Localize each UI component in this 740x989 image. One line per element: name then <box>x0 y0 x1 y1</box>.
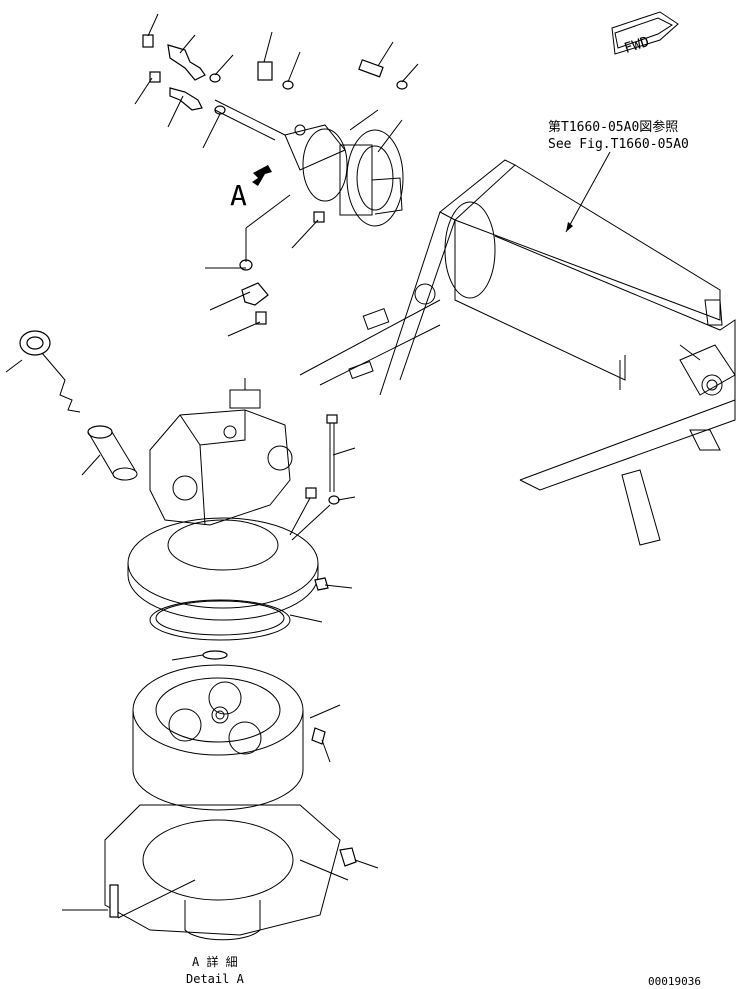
leader-pin <box>62 879 196 919</box>
fittings-cluster <box>142 34 408 325</box>
plug <box>305 487 317 499</box>
fwd-arrow-icon <box>611 11 679 55</box>
o-ring <box>202 650 228 660</box>
pipe-sleeve <box>81 425 138 481</box>
reference-arrowhead <box>566 222 573 232</box>
leader-flange <box>299 859 349 881</box>
swing-motor-small-view <box>284 124 404 227</box>
view-a-arrow-icon <box>252 165 272 186</box>
grease-fitting <box>311 727 326 745</box>
leader-grease <box>321 739 331 763</box>
swing-motor-main <box>127 378 319 621</box>
cap <box>339 847 357 867</box>
revolving-frame <box>299 159 736 546</box>
leader-2 <box>377 119 403 153</box>
leader-o-ring <box>171 654 204 661</box>
drawing-number: 00019036 <box>648 975 701 988</box>
leader-housing <box>309 704 341 719</box>
reference-leader <box>565 151 611 233</box>
leader-lines-top <box>134 13 419 337</box>
detail-label-en: Detail A <box>186 972 245 986</box>
base-flange <box>104 804 341 941</box>
reference-jp: 第T1660-05A0図参照 <box>548 119 678 135</box>
washer <box>328 495 340 505</box>
fwd-label: FWD <box>622 34 651 57</box>
leader-washer <box>337 496 356 501</box>
view-a-label: A <box>230 179 247 212</box>
elbow-fitting <box>314 577 329 591</box>
bolt-long <box>326 414 356 492</box>
leader-elbow <box>324 584 353 589</box>
reference-en: See Fig.T1660-05A0 <box>548 137 689 152</box>
detail-label-jp: A 詳 細 <box>192 954 238 969</box>
level-gauge <box>5 330 81 413</box>
leader-cap <box>354 859 379 869</box>
gear-housing <box>132 664 304 811</box>
snap-ring <box>149 599 323 641</box>
dowel-pin <box>109 884 119 918</box>
leader-motor <box>289 497 331 541</box>
leader-1 <box>349 109 379 131</box>
